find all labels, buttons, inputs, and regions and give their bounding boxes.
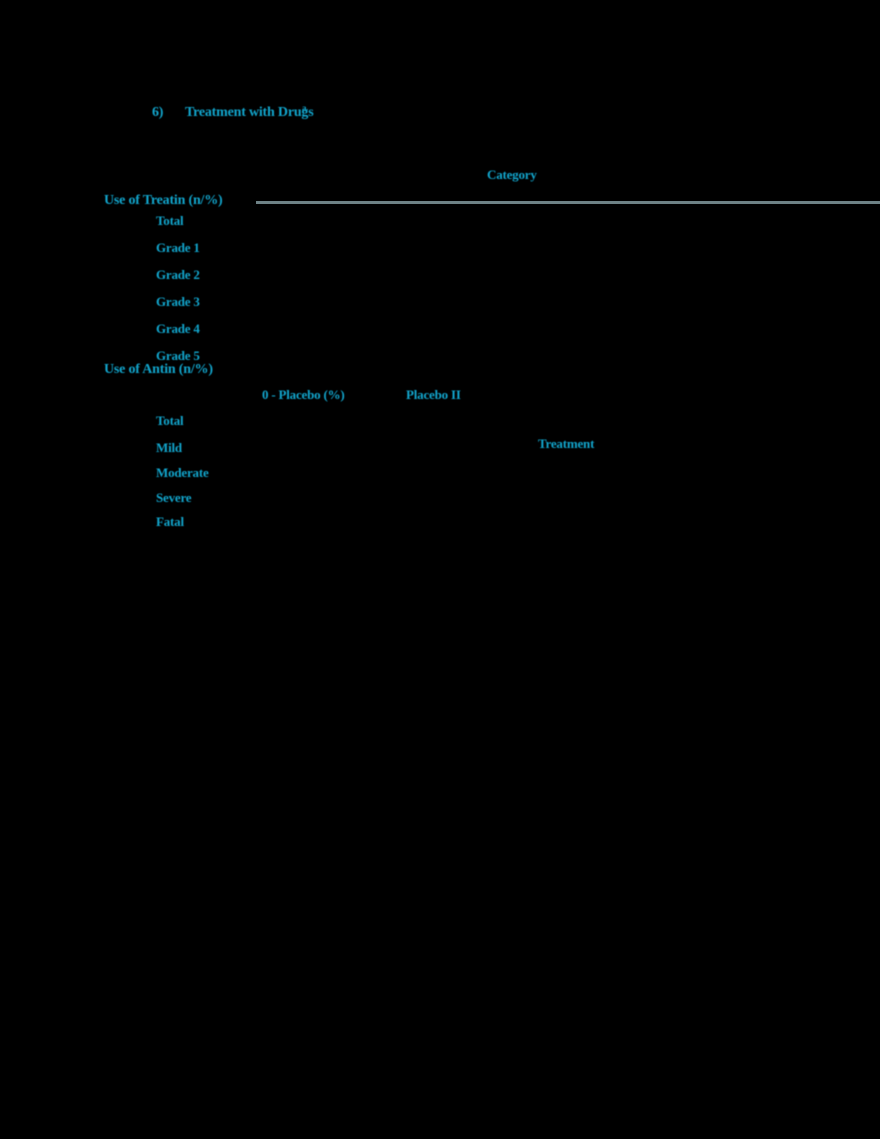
title-prefix: 6) xyxy=(152,105,164,120)
table-row: Fatal xyxy=(156,514,184,529)
title-superscript: a xyxy=(302,103,307,113)
inline-value-left: 0 - Placebo (%) xyxy=(262,387,345,402)
table-row: Total xyxy=(156,213,184,228)
column-header: Category xyxy=(487,167,537,182)
table-row: Grade 5 xyxy=(156,348,200,363)
table-row: Total xyxy=(156,413,184,428)
section-heading-1: Use of Treatin (n/%) xyxy=(104,193,223,208)
table-row: Moderate xyxy=(156,465,209,480)
inline-value-right: Placebo II xyxy=(406,387,461,402)
section-heading-2: Use of Antin (n/%) xyxy=(104,362,213,377)
table-row: Severe xyxy=(156,490,192,505)
table-row: Mild xyxy=(156,440,182,455)
horizontal-rule xyxy=(256,201,880,204)
table-row: Grade 1 xyxy=(156,240,200,255)
table-row: Grade 2 xyxy=(156,267,200,282)
right-value: Treatment xyxy=(538,436,595,451)
table-row: Grade 4 xyxy=(156,321,200,336)
table-row: Grade 3 xyxy=(156,294,200,309)
page-title: Treatment with Drugs xyxy=(185,105,314,120)
